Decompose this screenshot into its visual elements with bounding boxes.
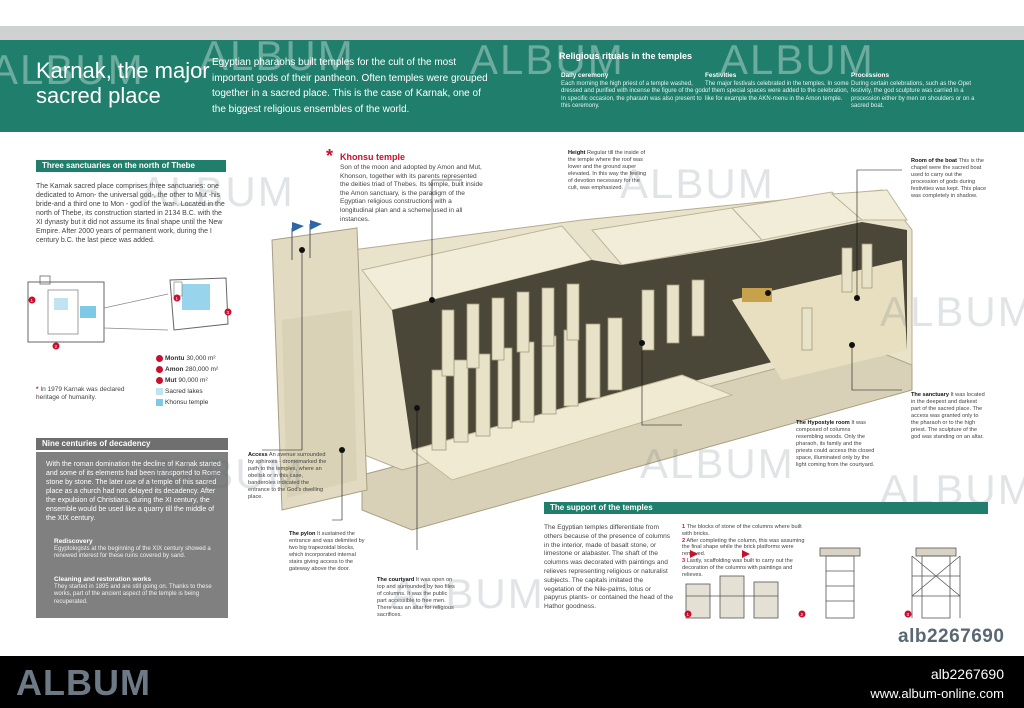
callout-hypostyle: The Hypostyle room It was composed of co…: [796, 420, 875, 468]
heritage-note: * In 1979 Karnak was declared heritage o…: [36, 386, 125, 401]
temple-illustration: [262, 169, 913, 550]
support-step-3: 3 Lastly, scaffolding was built to carry…: [682, 557, 793, 578]
album-logo: ALBUM: [16, 662, 151, 703]
callout-room-of-boat: Room of the boat This is the chapel were…: [911, 158, 987, 199]
decadency-text: With the roman domination the decline of…: [46, 461, 221, 522]
support-step-1: 1 The blocks of stone of the columns whe…: [682, 524, 802, 537]
top-strip: [0, 26, 1024, 40]
support-heading: The support of the temples: [544, 502, 988, 514]
legend-amon: Amon 280,000 m²: [156, 364, 218, 375]
legend-khonsu: Khonsu temple: [156, 397, 218, 408]
svg-text:1: 1: [31, 298, 34, 303]
sanctuaries-text: The Karnak sacred place comprises three …: [36, 183, 225, 244]
intro-text: Egyptian pharaohs built temples for the …: [212, 57, 488, 115]
karnak-site-map: 1 2 3 1: [27, 275, 232, 350]
header-banner: Karnak, the major sacred place Egyptian …: [0, 40, 1024, 132]
svg-text:1: 1: [176, 296, 179, 301]
watermark-id: alb2267690: [898, 626, 1005, 647]
legend-mut: Mut 90,000 m²: [156, 375, 218, 386]
support-steps: 1 The blocks of stone of the columns whe…: [682, 524, 812, 578]
sanctuary-legend: Montu 30,000 m² Amon 280,000 m² Mut 90,0…: [156, 353, 218, 408]
svg-text:2: 2: [55, 344, 58, 349]
support-text: The Egyptian temples differentiate from …: [544, 524, 674, 611]
svg-text:1: 1: [687, 612, 690, 617]
callout-pylon: The pylon It sustained the entrance and …: [289, 531, 365, 572]
svg-text:2: 2: [801, 612, 804, 617]
callout-height: Height Regular till the inside of the te…: [568, 150, 647, 191]
footer-image-id: alb2267690: [930, 666, 1004, 682]
callout-access: Access An avenue surrounded by sphinxes …: [248, 452, 327, 500]
footer-url[interactable]: www.album-online.com: [870, 686, 1004, 701]
footer-bar: ALBUM alb2267690 www.album-online.com: [0, 656, 1024, 708]
svg-text:3: 3: [227, 310, 230, 315]
callout-courtyard: The courtyard It was open on top and sur…: [377, 577, 455, 618]
asterisk-icon: *: [326, 146, 334, 166]
asterisk-icon: *: [36, 386, 39, 393]
rituals-heading: Religious rituals in the temples: [559, 51, 693, 61]
sanctuaries-heading: Three sanctuaries on the north of Thebe: [36, 160, 226, 172]
svg-text:3: 3: [907, 612, 910, 617]
callout-sanctuary: The sanctuary It was located in the deep…: [911, 392, 985, 440]
page-title: Karnak, the major sacred place: [36, 58, 210, 108]
column-construction-diagram: 1 2 3: [684, 547, 961, 619]
khonsu-heading: Khonsu temple: [340, 152, 406, 162]
khonsu-text: Son of the moon and adopted by Amon and …: [340, 164, 483, 223]
decadency-heading: Nine centuries of decadency: [36, 438, 228, 450]
legend-sacred-lakes: Sacred lakes: [156, 386, 218, 397]
legend-montu: Montu 30,000 m²: [156, 353, 218, 364]
decadency-box: With the roman domination the decline of…: [36, 452, 228, 618]
